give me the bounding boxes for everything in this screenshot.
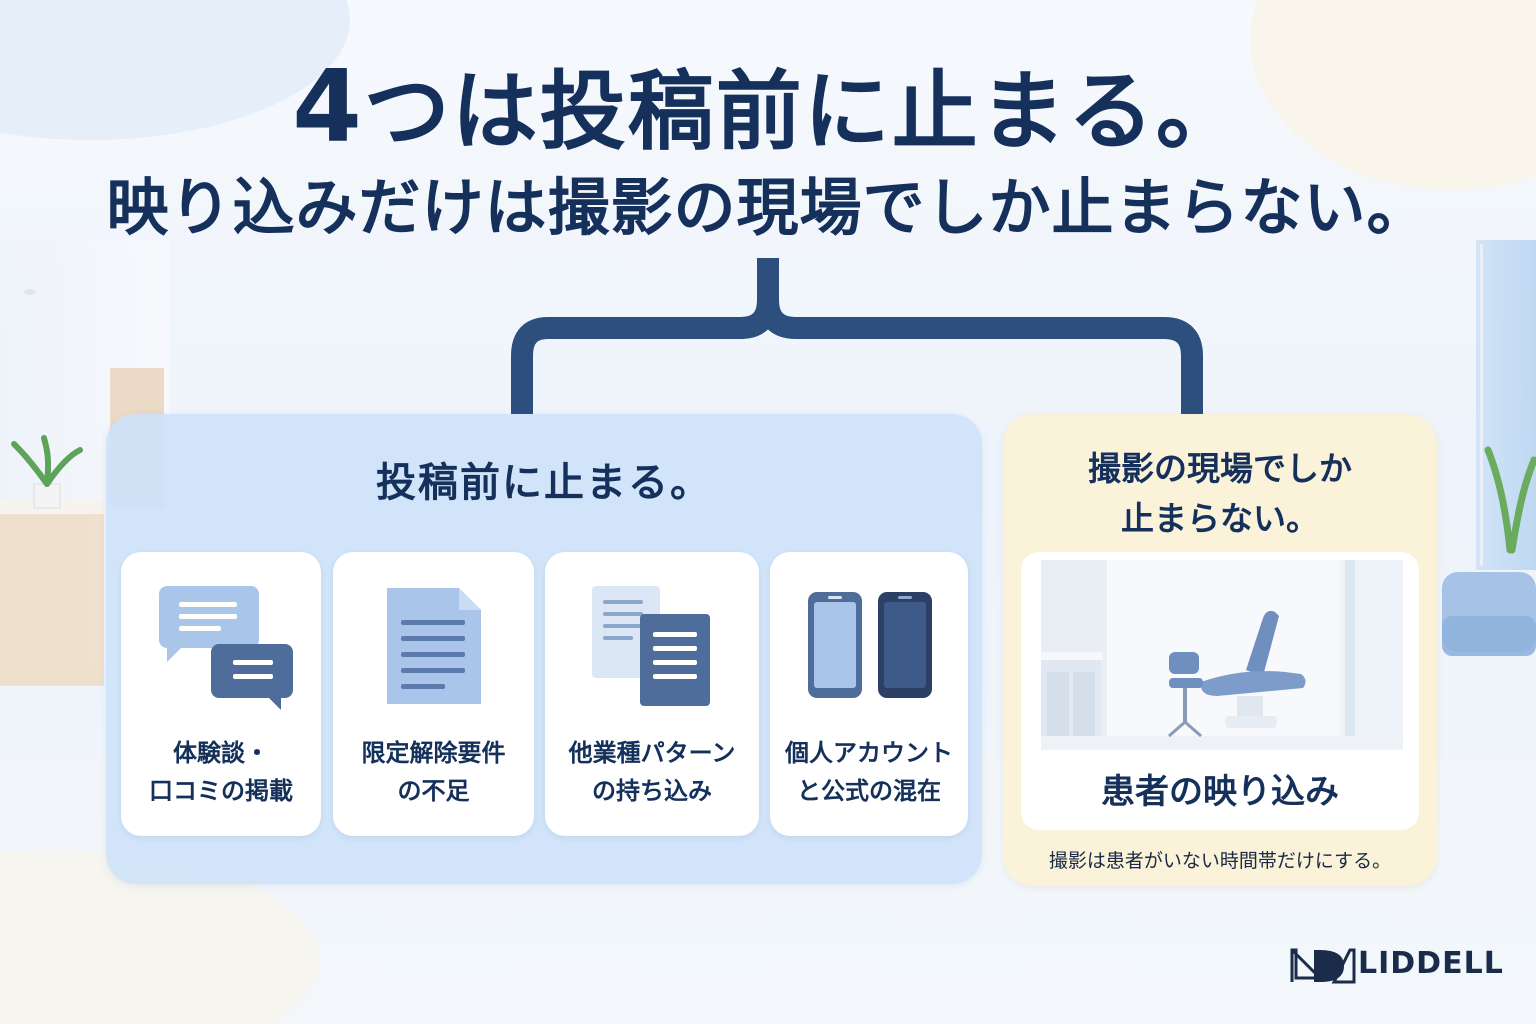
card-label-line2: の持ち込み	[592, 777, 712, 805]
headline-line1: 4つは投稿前に止まる。	[0, 52, 1536, 167]
on-site-title-line1: 撮影の現場でしか	[1088, 449, 1352, 488]
headline-line1-text: つは投稿前に止まる。	[363, 62, 1244, 162]
card-personal-official-accounts: 個人アカウントと公式の混在	[770, 552, 968, 836]
card-limited-requirements: 限定解除要件の不足	[333, 552, 534, 836]
shooting-time-note: 撮影は患者がいない時間帯だけにする。	[1048, 850, 1392, 872]
card-label-line2: 口コミの掲載	[149, 777, 293, 805]
card-label-line1: 体験談・	[173, 739, 269, 767]
two-smartphones-icon	[808, 592, 932, 698]
headline-number: 4	[292, 48, 364, 165]
brand-name: LIDDELL	[1358, 946, 1504, 981]
card-label-line2: の不足	[397, 777, 470, 805]
chat-bubbles-icon	[159, 586, 293, 710]
document-icon	[387, 588, 481, 704]
on-site-group-title: 撮影の現場でしか止まらない。	[1003, 444, 1437, 544]
card-label-line1: 個人アカウント	[785, 739, 953, 767]
patient-capture-label: 患者の映り込み	[1101, 772, 1339, 812]
pre-post-group-title: 投稿前に止まる。	[376, 460, 712, 506]
card-label-line1: 他業種パターン	[568, 739, 736, 767]
on-site-title-line2: 止まらない。	[1121, 499, 1319, 538]
card-label-line1: 限定解除要件	[361, 739, 506, 767]
treatment-room-photo	[1041, 560, 1403, 750]
headline-line2: 映り込みだけは撮影の現場でしか止まらない。	[106, 171, 1430, 244]
card-testimonials: 体験談・口コミの掲載	[121, 552, 321, 836]
card-other-industry-patterns: 他業種パターンの持ち込み	[545, 552, 759, 836]
card-label-line2: と公式の混在	[797, 777, 941, 805]
copied-documents-icon	[592, 586, 710, 706]
liddell-logo-icon	[1290, 948, 1356, 984]
